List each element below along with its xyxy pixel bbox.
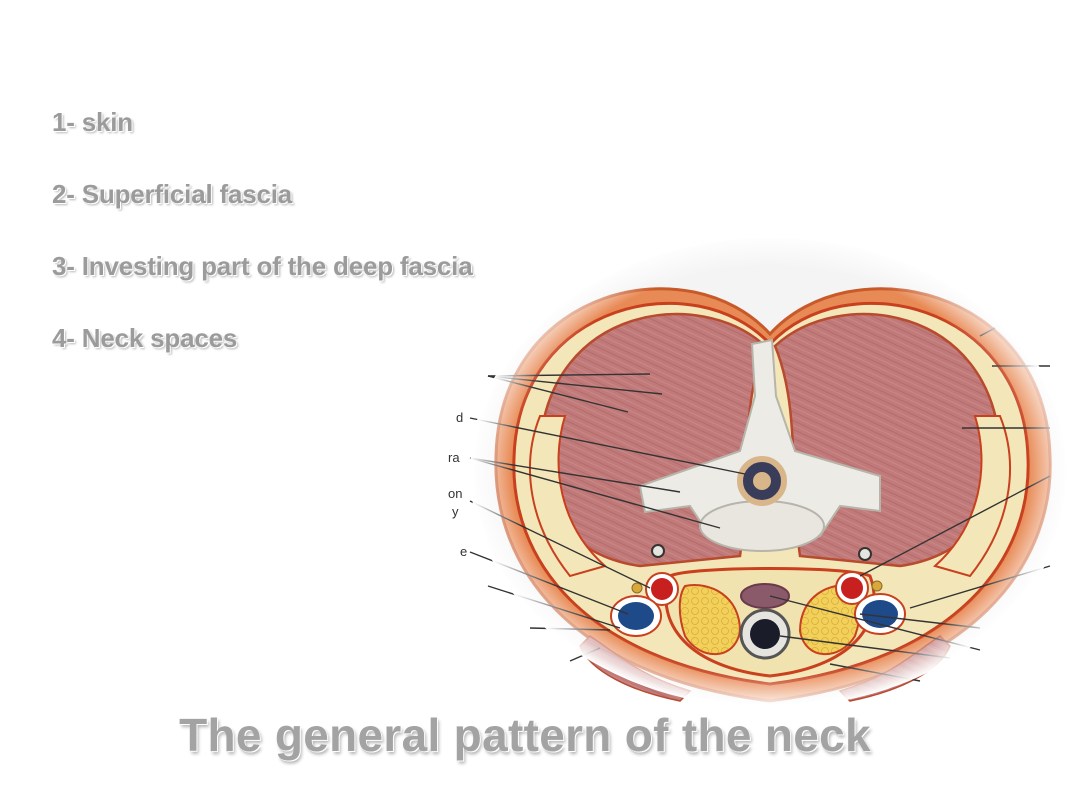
list-item-neck-spaces: 4- Neck spaces (52, 323, 238, 353)
label-fragment: y (452, 504, 459, 519)
list-item-investing-deep-fascia: 3- Investing part of the deep fascia (52, 251, 473, 281)
slide-caption: The general pattern of the neck (179, 709, 871, 761)
list-item-skin: 1- skin (52, 107, 133, 137)
label-fragment: d (456, 410, 463, 425)
label-fragment: on (448, 486, 462, 501)
neck-cross-section-illustration: d ra on y e (440, 236, 1080, 716)
label-fragment: e (460, 544, 467, 559)
list-item-superficial-fascia: 2- Superficial fascia (52, 179, 293, 209)
content-list: 1- skin 2- Superficial fascia 3- Investi… (52, 104, 473, 392)
label-fragment: ra (448, 450, 460, 465)
